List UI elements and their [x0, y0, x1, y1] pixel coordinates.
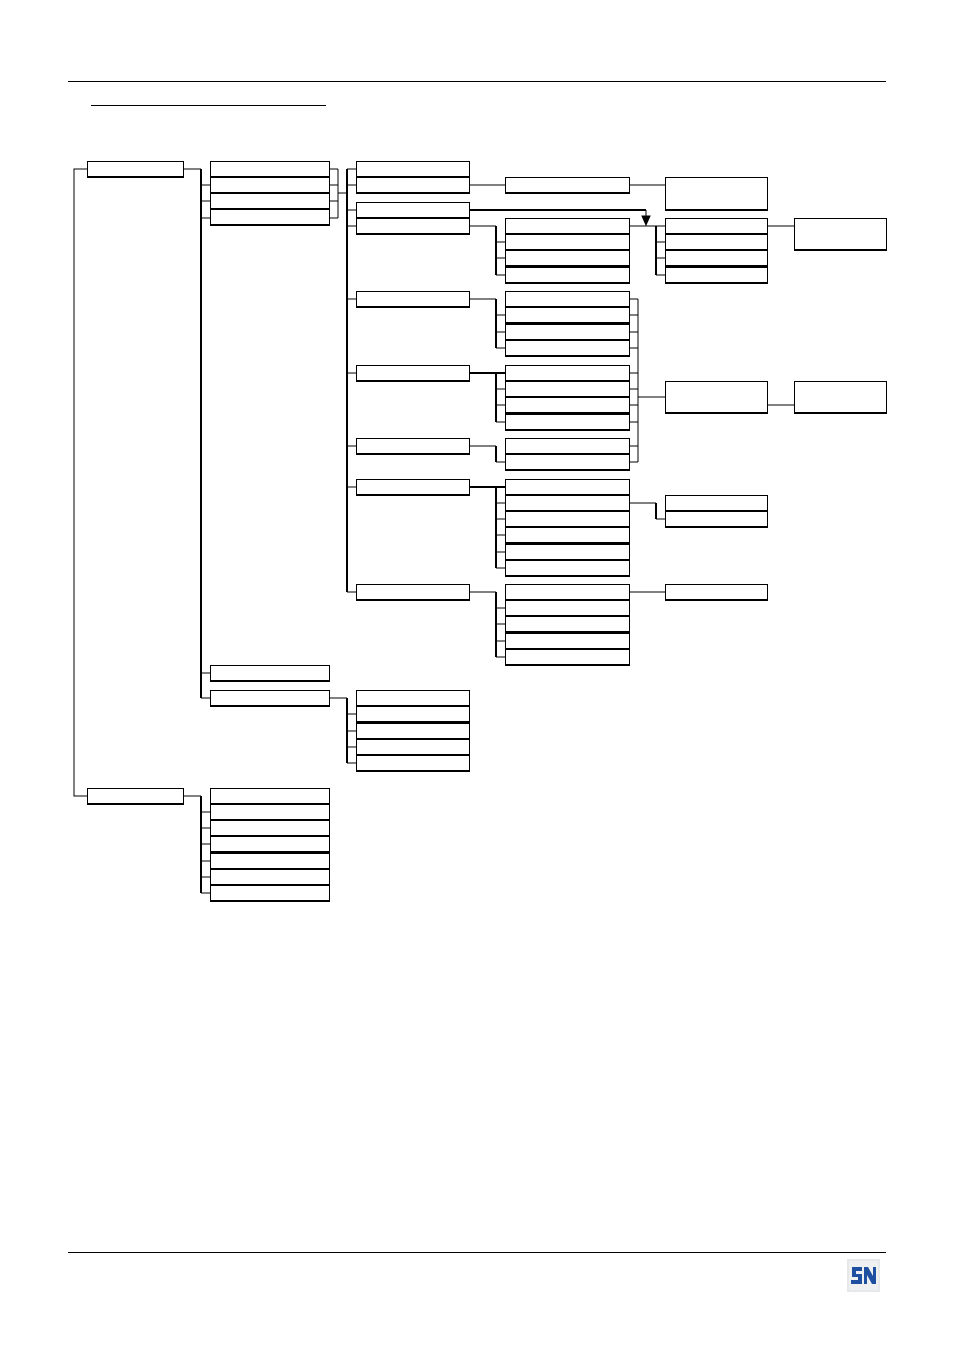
tree-node-j1 [665, 584, 768, 601]
tree-node-root-b [87, 788, 184, 805]
tree-node-l3 [505, 324, 630, 341]
tree-node-i2 [505, 584, 630, 601]
tree-node-h1 [210, 788, 330, 805]
tree-node-a6 [210, 690, 330, 707]
tree-node-b8 [356, 479, 470, 496]
tree-node-i3 [505, 600, 630, 617]
tree-node-i1 [210, 885, 330, 902]
footer-rule [68, 1252, 886, 1253]
tree-node-c4 [505, 250, 630, 267]
tree-node-b1 [356, 161, 470, 178]
tree-node-e3 [665, 250, 768, 267]
tree-node-l2 [505, 307, 630, 324]
tree-node-m2 [505, 381, 630, 398]
tree-node-b5 [356, 291, 470, 308]
section-heading-underline [91, 105, 326, 106]
tree-node-g1 [665, 495, 768, 512]
tree-node-a4 [210, 209, 330, 226]
tree-node-a3 [210, 193, 330, 210]
tree-node-i4 [505, 616, 630, 633]
tree-node-b9 [356, 584, 470, 601]
tree-node-e1 [665, 218, 768, 235]
tree-node-f1 [794, 218, 887, 251]
tree-node-k2 [356, 706, 470, 723]
tree-node-n2 [505, 454, 630, 471]
tree-node-c8 [505, 511, 630, 528]
tree-node-a1 [210, 161, 330, 178]
tree-node-l1 [505, 291, 630, 308]
connector-root-spine [73, 168, 87, 797]
tree-node-b2 [356, 177, 470, 194]
tree-node-c10 [505, 544, 630, 561]
tree-node-c9 [505, 527, 630, 544]
tree-node-h2 [210, 804, 330, 821]
tree-node-f2 [794, 381, 887, 414]
tree-node-c6 [505, 479, 630, 496]
tree-node-m4 [505, 414, 630, 431]
tree-node-h5 [210, 853, 330, 870]
tree-node-c11 [505, 560, 630, 577]
tree-node-a2 [210, 177, 330, 194]
tree-node-k3 [356, 723, 470, 740]
tree-node-k5 [356, 755, 470, 772]
tree-node-root-a [87, 161, 184, 178]
tree-node-k4 [356, 739, 470, 756]
tree-node-b3 [356, 202, 470, 219]
tree-node-e2 [665, 234, 768, 251]
tree-node-c12 [505, 649, 630, 666]
tree-node-b6 [356, 365, 470, 382]
tree-node-c3 [505, 234, 630, 251]
header-rule [68, 81, 886, 82]
tree-node-d2 [665, 381, 768, 414]
tree-node-l4 [505, 340, 630, 357]
tree-node-n1 [505, 438, 630, 455]
tree-node-d1 [665, 177, 768, 211]
tree-node-m1 [505, 365, 630, 382]
tree-node-c1 [505, 177, 630, 194]
tree-node-k1 [356, 690, 470, 707]
tree-node-e4 [665, 267, 768, 284]
tree-node-b7 [356, 438, 470, 455]
tree-node-i5 [505, 633, 630, 650]
tree-node-h4 [210, 836, 330, 853]
sn-brand-logo-icon [847, 1259, 880, 1292]
tree-node-g2 [665, 511, 768, 528]
tree-node-b4 [356, 218, 470, 235]
tree-node-c5 [505, 267, 630, 284]
tree-node-h3 [210, 820, 330, 837]
tree-node-a5 [210, 665, 330, 682]
tree-node-m3 [505, 397, 630, 414]
tree-node-c2 [505, 218, 630, 235]
tree-node-h6 [210, 869, 330, 886]
tree-node-c7 [505, 495, 630, 512]
